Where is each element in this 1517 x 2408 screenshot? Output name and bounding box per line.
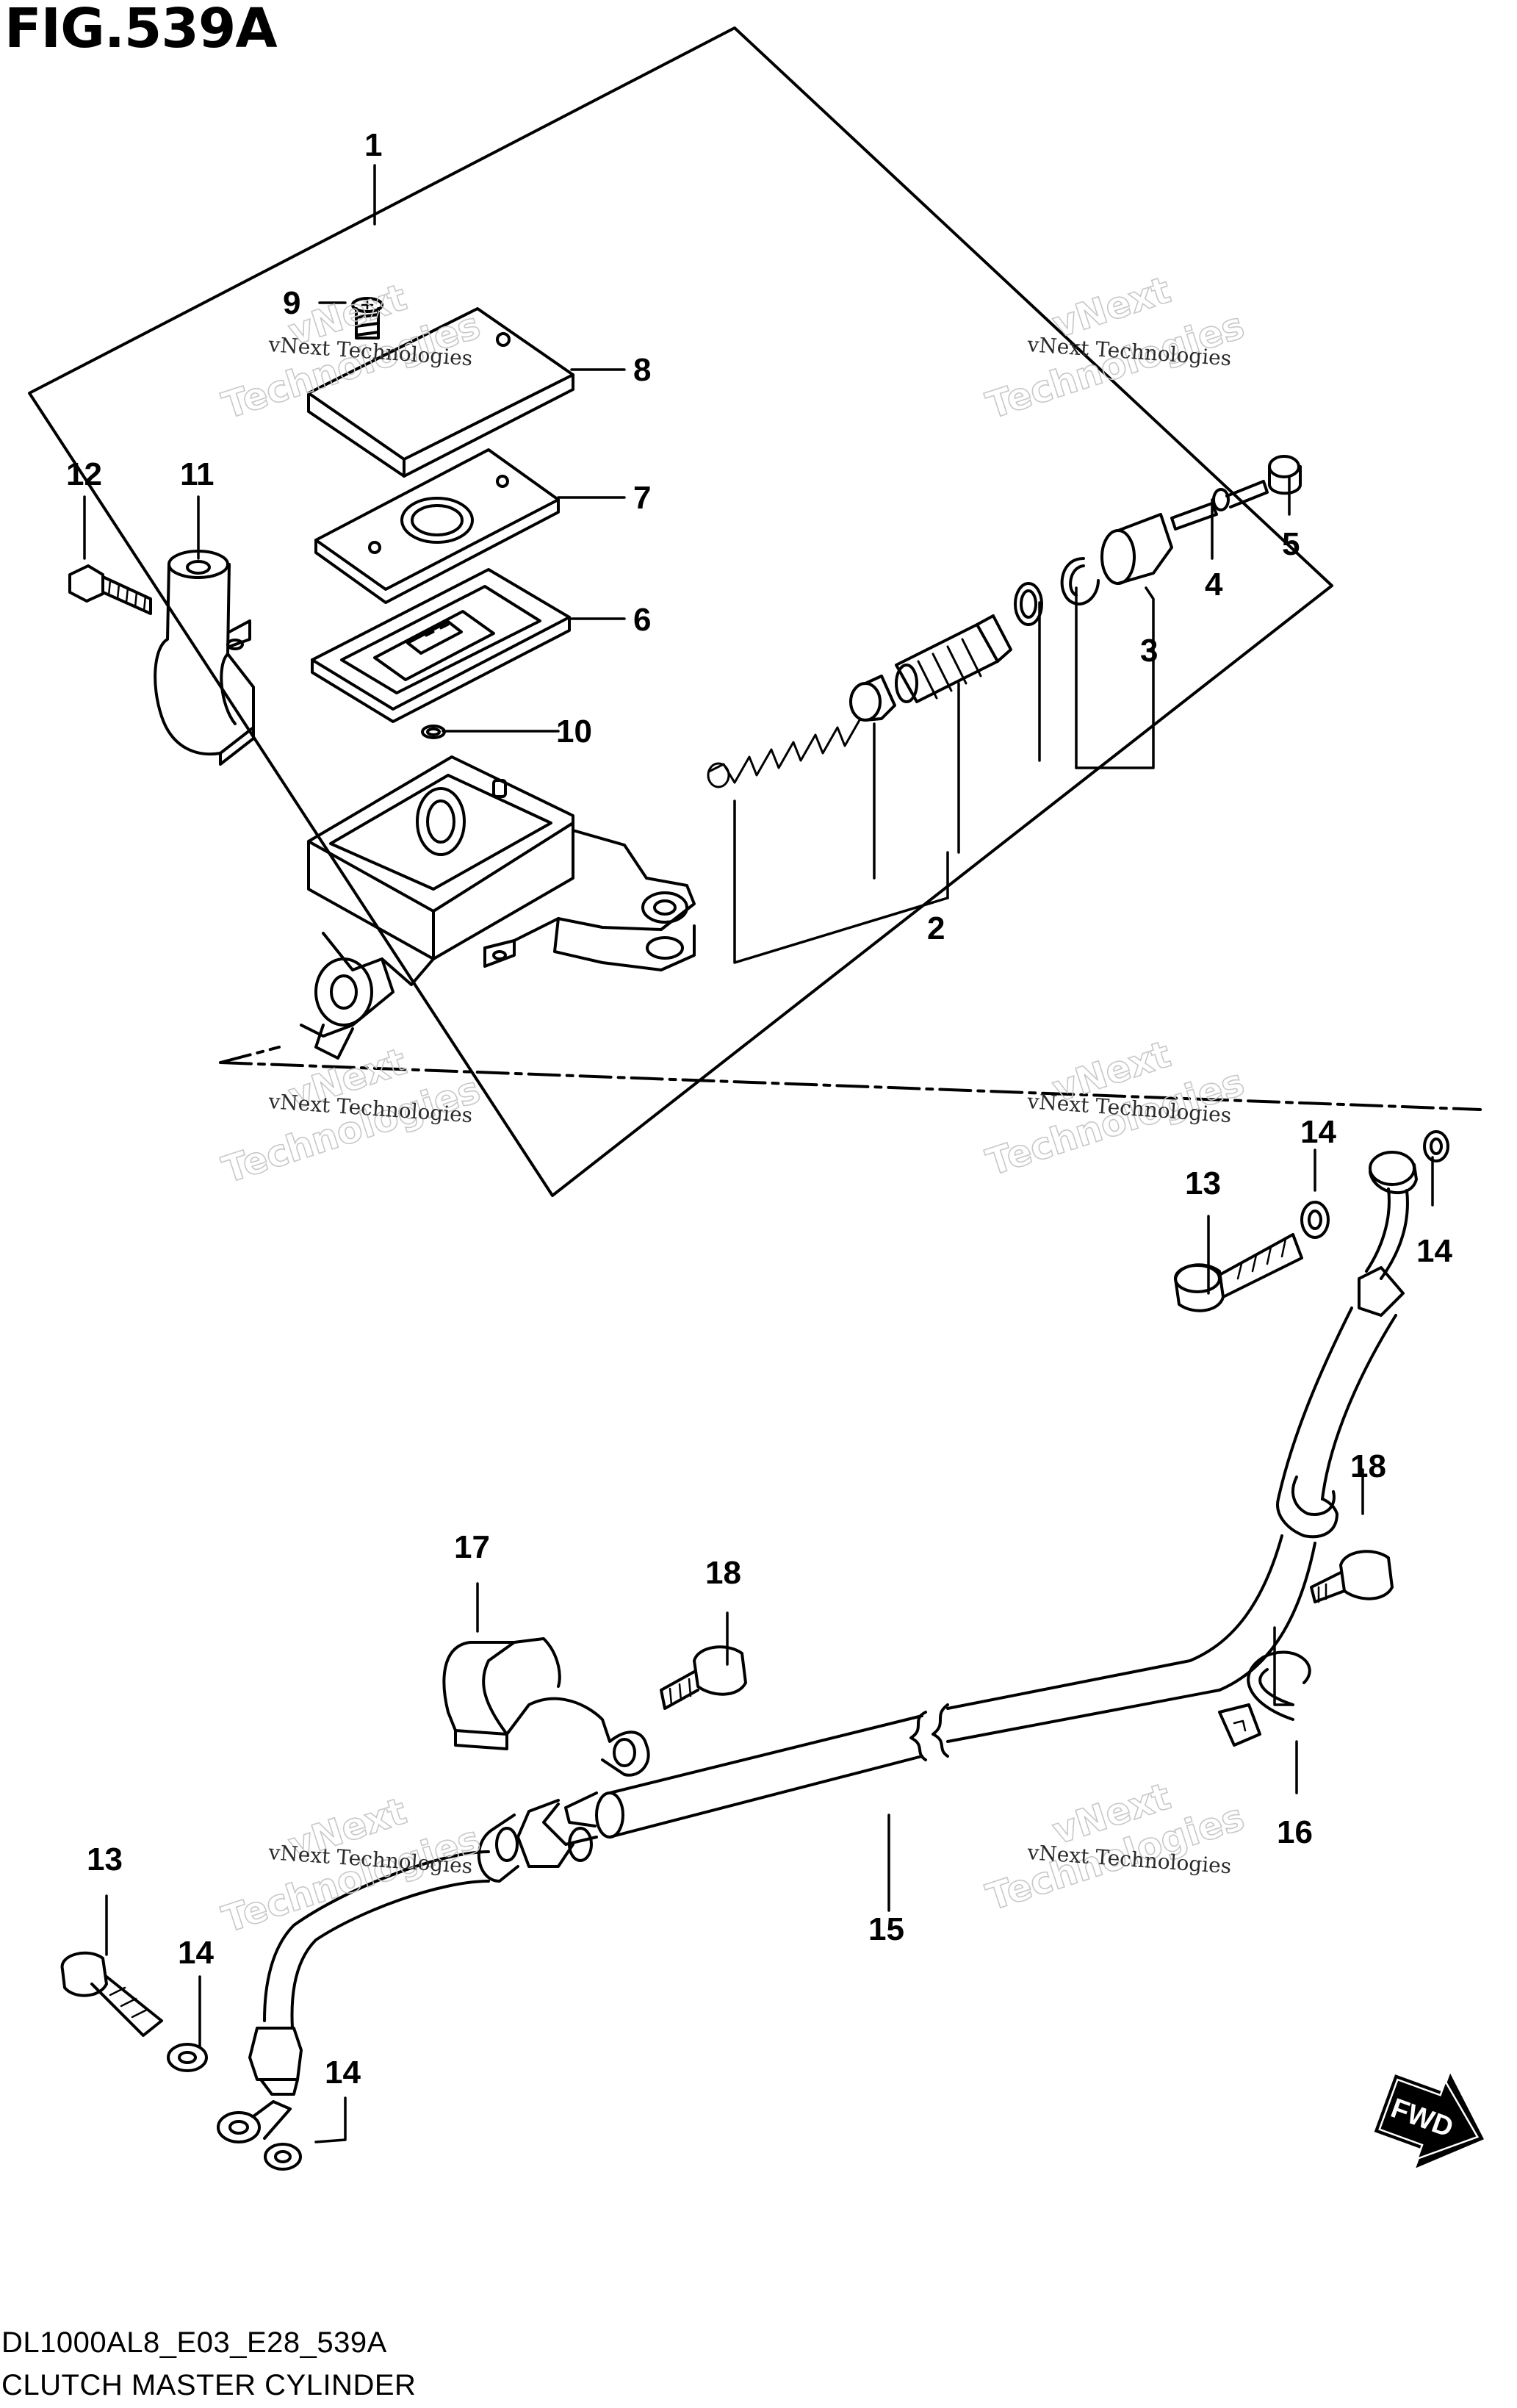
union-bolt-lower [60, 1951, 163, 2037]
callout-18-right: 18 [1350, 1448, 1386, 1484]
seal-ring [1014, 582, 1043, 626]
diagram-code: DL1000AL8_E03_E28_539A [1, 2326, 387, 2359]
o-ring [421, 725, 446, 739]
diaphragm [311, 568, 571, 723]
figure-title: FIG.539A [4, 0, 278, 60]
callout-7: 7 [633, 480, 651, 516]
assembly-frame [28, 26, 1333, 1197]
bolt-right [1310, 1550, 1394, 1603]
piston [895, 614, 1012, 703]
clamp-bolt [68, 564, 152, 615]
callout-14-lower-1: 14 [178, 1935, 214, 1971]
spring [707, 719, 861, 788]
watermarks: Technologies Technologies Technologies T… [217, 268, 1250, 1942]
callout-8: 8 [633, 352, 651, 388]
master-cylinder-body [300, 755, 696, 1060]
clamp-bracket [154, 550, 255, 766]
dust-boot [1100, 513, 1173, 585]
washer-lower-1 [167, 2043, 208, 2072]
callout-16: 16 [1277, 1814, 1313, 1850]
piston-cup [849, 675, 896, 722]
callouts: 1 2 3 4 5 6 7 8 9 10 11 12 13 14 14 15 1… [66, 127, 1452, 2091]
washer-lower-2 [264, 2143, 302, 2171]
callout-1: 1 [364, 127, 382, 163]
callout-2: 2 [927, 910, 945, 946]
callout-13-lower: 13 [87, 1841, 123, 1877]
clutch-hose [217, 1151, 1418, 2143]
union-bolt-upper [1174, 1233, 1303, 1312]
push-rod-nut [1268, 455, 1302, 495]
leader-lines [83, 164, 1434, 2143]
callout-14-upper-2: 14 [1416, 1233, 1452, 1269]
reservoir-cap [307, 307, 574, 478]
bolt-middle [660, 1645, 747, 1710]
callout-18-middle: 18 [705, 1555, 741, 1591]
callout-4: 4 [1205, 567, 1223, 603]
callout-17: 17 [454, 1529, 490, 1565]
callout-5: 5 [1282, 526, 1300, 562]
circlip [1060, 557, 1100, 605]
callout-6: 6 [633, 602, 651, 638]
hose-clip [1218, 1650, 1311, 1747]
fwd-arrow: FWD [1374, 2073, 1484, 2168]
divider-line [219, 1046, 1482, 1111]
diaphragm-plate [314, 448, 560, 604]
callout-15: 15 [868, 1911, 904, 1947]
callout-11: 11 [180, 456, 215, 492]
callout-3: 3 [1140, 633, 1158, 669]
washer-upper-1 [1300, 1201, 1330, 1239]
hose-clamp [442, 1637, 650, 1777]
callout-9: 9 [283, 285, 300, 321]
callout-14-lower-2: 14 [325, 2055, 361, 2091]
callout-13-upper: 13 [1185, 1165, 1221, 1201]
diagram-name: CLUTCH MASTER CYLINDER [1, 2369, 417, 2401]
push-rod [1170, 480, 1269, 531]
callout-10: 10 [556, 714, 592, 750]
callout-14-upper-1: 14 [1300, 1114, 1336, 1150]
washer-upper-2 [1423, 1130, 1449, 1162]
cap-screw [351, 297, 383, 339]
callout-12: 12 [66, 456, 102, 492]
